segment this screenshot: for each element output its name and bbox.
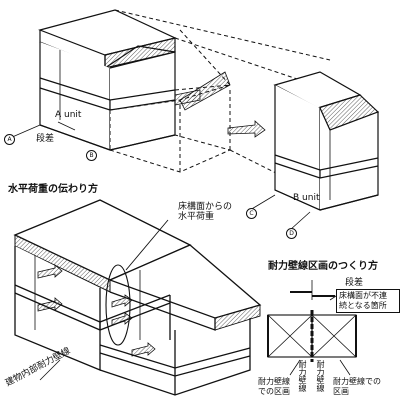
vertical-wall-label-1: 耐力壁線 [298, 360, 307, 392]
unit-a-house [38, 9, 201, 151]
step2-label: 段差 [345, 278, 364, 288]
section-detail [267, 280, 357, 376]
unit-a-label: A unit [55, 110, 82, 120]
transfer-arrow [227, 120, 266, 138]
zone-right-label: 耐力壁線での 区画 [333, 377, 381, 396]
callout-leader [125, 219, 169, 271]
unit-b-house [273, 71, 380, 211]
heading-horizontal-load: 水平荷重の伝わり方 [8, 184, 98, 195]
marker-d: D [286, 228, 297, 239]
marker-c: C [246, 208, 257, 219]
lower-house [13, 199, 262, 396]
vertical-wall-label-2: 耐力壁線 [316, 360, 325, 392]
marker-b: B [86, 150, 97, 161]
step-label: 段差 [36, 134, 55, 144]
floor-load-label: 床構面からの 水平荷重 [178, 202, 233, 222]
unit-b-label: B unit [293, 193, 320, 203]
zone-left-label: 耐力壁線 での区画 [258, 377, 290, 396]
extension-roof-sliver [179, 71, 231, 111]
callout-ellipse [105, 264, 131, 346]
floor-discontinuity-note: 床構面が不連 続となる箇所 [336, 289, 400, 313]
lower-floor-arrows [37, 264, 156, 357]
heading-section: 耐力壁線区画のつくり方 [268, 261, 378, 272]
marker-a: A [4, 134, 15, 145]
